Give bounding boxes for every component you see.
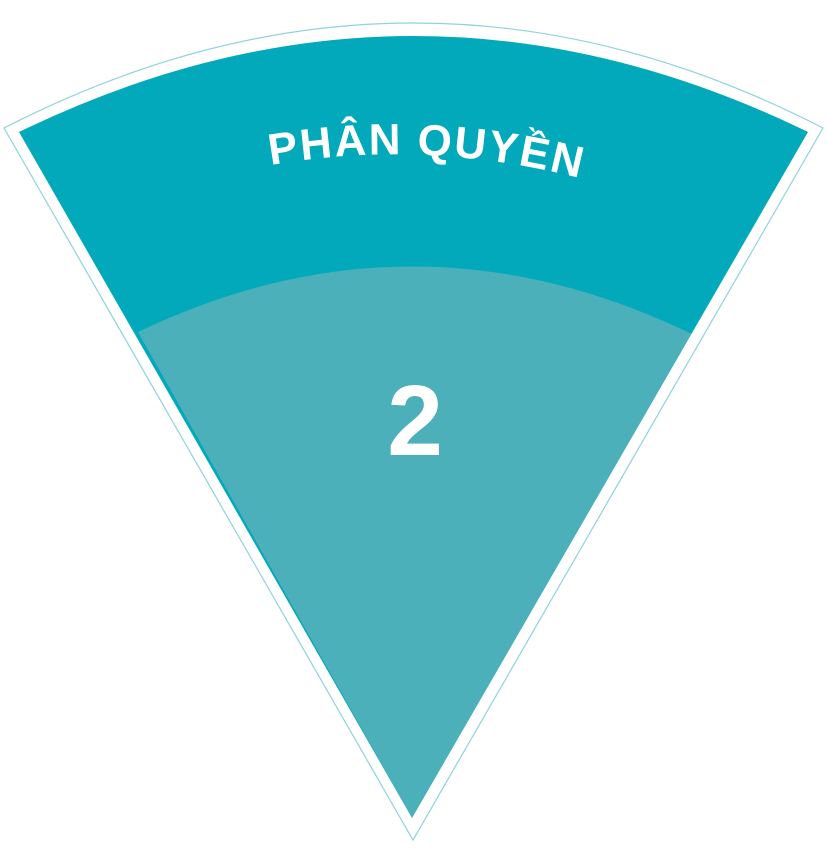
- segment-number: 2: [387, 365, 443, 477]
- segment-inner-wedge: [138, 266, 692, 818]
- segment-outline: [3, 22, 824, 842]
